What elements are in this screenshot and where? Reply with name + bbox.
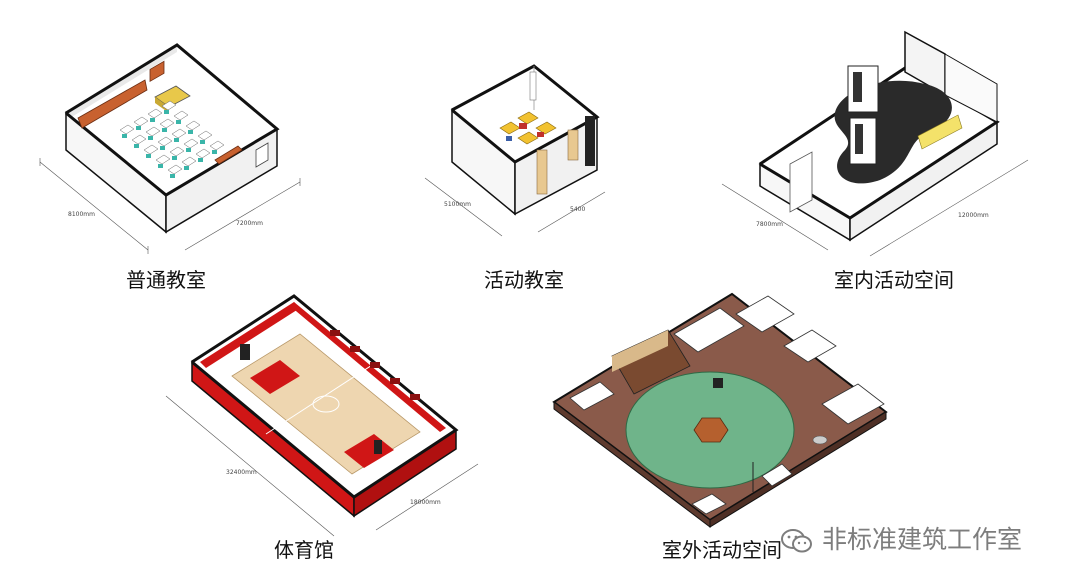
activity-dim-length: 5100mm [444,201,471,208]
watermark: 非标准建筑工作室 [780,520,1022,556]
gym-dim-width: 18000mm [410,499,441,506]
activity-dimensions [424,177,606,237]
student-chair [198,158,203,162]
wechat-icon [781,529,812,553]
display-panel [847,65,879,113]
outdoor-space-label: 室外活动空间 [662,538,782,562]
student-desk [209,140,225,151]
student-chair [162,128,167,132]
student-chair [164,110,169,114]
student-desk [161,100,177,111]
bleachers [330,330,420,400]
indoor-space-label: 室内活动空间 [834,268,954,292]
door [255,142,269,168]
wall-picture [149,60,165,83]
student-desk [119,124,135,135]
student-desk [131,134,147,145]
student-desks [119,100,225,178]
side-cabinet [214,145,243,165]
student-desk [145,126,161,137]
classroom-label: 普通教室 [126,268,206,292]
student-desk [181,156,197,167]
classroom-model: 8100mm 7200mm [39,43,301,254]
student-chair [122,134,127,138]
student-desk [171,128,187,139]
student-chair [212,150,217,154]
student-chair [186,148,191,152]
white-buildings [569,295,885,515]
indoor-space-model: 7800mm 12000mm [721,30,1029,257]
gym-dim-length: 32400mm [226,469,257,476]
student-chair [160,146,165,150]
student-desk [195,148,211,159]
student-desk [159,118,175,129]
student-desk [133,116,149,127]
blackboard [77,79,148,129]
activity-tables [499,111,557,145]
gym-model: 32400mm 18000mm [165,294,479,537]
student-chair [146,154,151,158]
shelf [567,129,579,161]
gym-dimensions [165,395,479,537]
student-desk [173,110,189,121]
student-chair [176,120,181,124]
window-frame [585,116,595,166]
student-desk [147,108,163,119]
basketball-hoop [374,440,382,454]
student-desk [185,120,201,131]
student-chair [150,118,155,122]
student-chair [170,174,175,178]
indoor-dim-length: 7800mm [756,221,783,228]
student-desk [155,154,171,165]
student-chair [136,126,141,130]
basketball-hoop [240,344,250,360]
student-chair [134,144,139,148]
student-chair [148,136,153,140]
student-desk [167,164,183,175]
watermark-text: 非标准建筑工作室 [821,525,1022,554]
student-chair [158,164,163,168]
student-chair [188,130,193,134]
stage-platform [611,329,691,395]
activity-room-label: 活动教室 [484,268,564,292]
classroom-dim-length: 8100mm [68,211,95,218]
student-desk [169,146,185,157]
outdoor-space-model [552,292,888,529]
classroom-dim-width: 7200mm [236,220,263,227]
student-chair [172,156,177,160]
yellow-counter [917,114,963,150]
hexagon-platform [693,417,729,443]
student-desk [143,144,159,155]
student-desk [183,138,199,149]
classroom-dimensions [39,158,301,254]
indoor-dimensions [721,159,1029,257]
student-chair [174,138,179,142]
shelf [536,149,548,195]
robot-icon [713,378,723,388]
student-desk [157,136,173,147]
activity-room-model: 5100mm 5400 [424,64,606,237]
gym-label: 体育馆 [274,538,334,562]
student-chair [184,166,189,170]
student-desk [197,130,213,141]
activity-dim-width: 5400 [570,206,585,213]
student-chair [200,140,205,144]
key-area [250,360,300,394]
indoor-dim-width: 12000mm [958,212,989,219]
